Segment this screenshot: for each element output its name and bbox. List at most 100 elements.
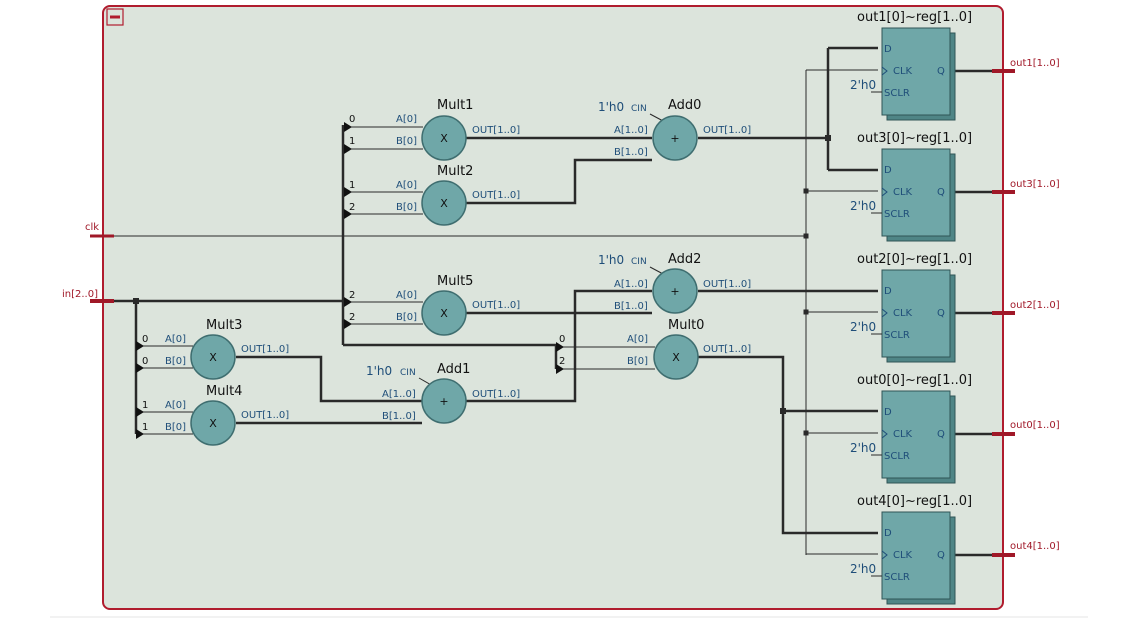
mult3-b-port: B[0] <box>165 356 186 367</box>
register-out1-d-port: D <box>884 44 892 55</box>
add2-symbol: + <box>670 285 679 298</box>
mult1-b-port: B[0] <box>396 136 417 147</box>
mult0-b-port: B[0] <box>627 356 648 367</box>
register-out2-d-port: D <box>884 286 892 297</box>
mult1-a-port: A[0] <box>396 114 417 125</box>
mult1-b-bit: 1 <box>349 136 355 147</box>
mult5-b-port: B[0] <box>396 312 417 323</box>
output-label-out1: out1[1..0] <box>1010 58 1060 69</box>
add0-a-port: A[1..0] <box>614 125 648 136</box>
register-out3-q-port: Q <box>937 187 945 198</box>
mult2-node[interactable]: Mult2 1 2 A[0] B[0] X OUT[1..0] <box>349 164 520 226</box>
mult3-a-bit: 0 <box>142 334 148 345</box>
mult5-node[interactable]: Mult5 2 2 A[0] B[0] X OUT[1..0] <box>349 274 520 336</box>
add1-symbol: + <box>439 395 448 408</box>
register-out0-d-port: D <box>884 407 892 418</box>
register-out4[interactable]: out4[0]~reg[1..0] D CLK SCLR Q 2'h0 <box>850 494 972 605</box>
output-label-out4: out4[1..0] <box>1010 541 1060 552</box>
register-out1-sclr-port: SCLR <box>884 88 910 99</box>
mult4-symbol: X <box>209 417 217 430</box>
register-out3-body <box>881 148 951 237</box>
register-out3-sclr-value: 2'h0 <box>850 199 876 213</box>
wires <box>113 46 1010 557</box>
mult0-out-port: OUT[1..0] <box>703 344 751 355</box>
register-out3-clk-port: CLK <box>893 187 913 198</box>
mult5-out-port: OUT[1..0] <box>472 300 520 311</box>
mult1-a-bit: 0 <box>349 114 355 125</box>
add2-name: Add2 <box>668 252 701 267</box>
register-out2-name: out2[0]~reg[1..0] <box>857 252 972 267</box>
register-out3-sclr-port: SCLR <box>884 209 910 220</box>
register-out1-sclr-value: 2'h0 <box>850 78 876 92</box>
register-out1-clk-port: CLK <box>893 66 913 77</box>
mult4-node[interactable]: Mult4 1 1 A[0] B[0] X OUT[1..0] <box>142 384 289 446</box>
output-pin-out1[interactable]: out1[1..0] <box>992 58 1060 73</box>
register-out0[interactable]: out0[0]~reg[1..0] D CLK SCLR Q 2'h0 <box>850 373 972 484</box>
add1-out-port: OUT[1..0] <box>472 389 520 400</box>
input-label-clk: clk <box>85 222 99 233</box>
mult1-node[interactable]: Mult1 0 1 A[0] B[0] X OUT[1..0] <box>349 98 520 161</box>
add0-body <box>652 115 698 161</box>
add0-b-port: B[1..0] <box>614 147 648 158</box>
mult5-symbol: X <box>440 307 448 320</box>
mult5-a-bit: 2 <box>349 290 355 301</box>
add0-cin-value: 1'h0 <box>598 100 624 114</box>
output-pin-out4[interactable]: out4[1..0] <box>992 541 1060 557</box>
input-label-in: in[2..0] <box>62 289 98 300</box>
add0-name: Add0 <box>668 98 701 113</box>
input-pin-in[interactable]: in[2..0] <box>62 289 114 303</box>
register-out2-sclr-port: SCLR <box>884 330 910 341</box>
add1-b-port: B[1..0] <box>382 411 416 422</box>
register-out2-q-port: Q <box>937 308 945 319</box>
output-pin-out0[interactable]: out0[1..0] <box>992 420 1060 436</box>
mult0-a-port: A[0] <box>627 334 648 345</box>
register-out0-sclr-port: SCLR <box>884 451 910 462</box>
register-out3[interactable]: out3[0]~reg[1..0] D CLK SCLR Q 2'h0 <box>850 131 972 242</box>
add1-node[interactable]: Add1 1'h0 CIN A[1..0] B[1..0] + OUT[1..0… <box>366 362 520 424</box>
add0-node[interactable]: Add0 1'h0 CIN A[1..0] B[1..0] + OUT[1..0… <box>598 98 751 161</box>
register-out3-name: out3[0]~reg[1..0] <box>857 131 972 146</box>
mult5-a-port: A[0] <box>396 290 417 301</box>
input-pin-clk[interactable]: clk <box>85 222 114 238</box>
add2-a-port: A[1..0] <box>614 279 648 290</box>
mult4-b-bit: 1 <box>142 422 148 433</box>
add2-node[interactable]: Add2 1'h0 CIN A[1..0] B[1..0] + OUT[1..0… <box>598 252 751 314</box>
mult3-a-port: A[0] <box>165 334 186 345</box>
mult4-body <box>190 400 236 446</box>
mult2-out-port: OUT[1..0] <box>472 190 520 201</box>
minus-box-icon[interactable] <box>106 8 124 26</box>
module-frame <box>102 5 1004 610</box>
mult4-a-bit: 1 <box>142 400 148 411</box>
register-out4-body <box>881 511 951 600</box>
mult4-out-port: OUT[1..0] <box>241 410 289 421</box>
register-out0-q-port: Q <box>937 429 945 440</box>
add2-out-port: OUT[1..0] <box>703 279 751 290</box>
output-pin-out2[interactable]: out2[1..0] <box>992 300 1060 315</box>
mult0-node[interactable]: Mult0 0 2 A[0] B[0] X OUT[1..0] <box>559 318 751 380</box>
add0-out-port: OUT[1..0] <box>703 125 751 136</box>
add0-cin-label: CIN <box>631 104 647 114</box>
mult3-symbol: X <box>209 351 217 364</box>
mult3-node[interactable]: Mult3 0 0 A[0] B[0] X OUT[1..0] <box>142 318 289 380</box>
output-label-out0: out0[1..0] <box>1010 420 1060 431</box>
register-out4-d-port: D <box>884 528 892 539</box>
add2-body <box>652 268 698 314</box>
output-pin-out3[interactable]: out3[1..0] <box>992 179 1060 194</box>
mult2-a-bit: 1 <box>349 180 355 191</box>
mult1-symbol: X <box>440 132 448 145</box>
register-out4-q-port: Q <box>937 550 945 561</box>
register-out2[interactable]: out2[0]~reg[1..0] D CLK SCLR Q 2'h0 <box>850 252 972 363</box>
add1-name: Add1 <box>437 362 470 377</box>
mult2-b-port: B[0] <box>396 202 417 213</box>
mult3-b-bit: 0 <box>142 356 148 367</box>
register-out4-sclr-value: 2'h0 <box>850 562 876 576</box>
add2-cin-value: 1'h0 <box>598 253 624 267</box>
register-out3-d-port: D <box>884 165 892 176</box>
register-out0-clk-port: CLK <box>893 429 913 440</box>
mult2-body <box>421 180 467 226</box>
register-out1-name: out1[0]~reg[1..0] <box>857 10 972 25</box>
mult0-symbol: X <box>672 351 680 364</box>
register-out1[interactable]: out1[0]~reg[1..0] D CLK SCLR Q 2'h0 <box>850 10 972 121</box>
mult3-out-port: OUT[1..0] <box>241 344 289 355</box>
mult5-b-bit: 2 <box>349 312 355 323</box>
